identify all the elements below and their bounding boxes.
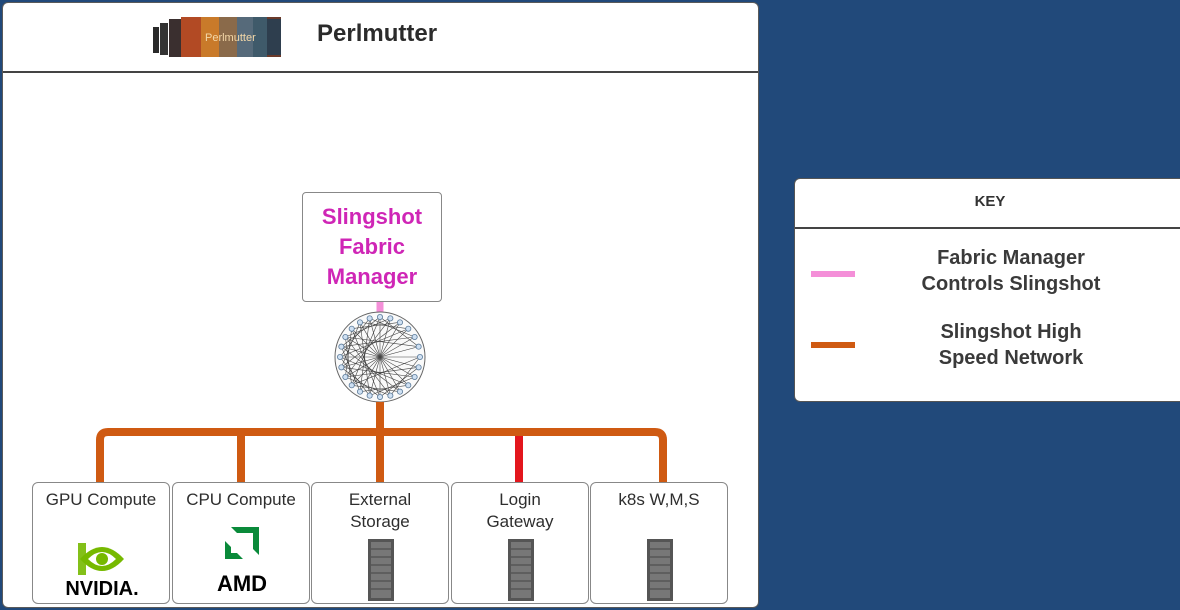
topology-node (366, 315, 373, 322)
node-external-storage: External Storage (311, 482, 449, 604)
topology-node (336, 353, 343, 360)
key-title: KEY (974, 193, 1006, 210)
topology-node (396, 388, 403, 395)
panel-header: Perlmutter Perlmutter (3, 3, 758, 73)
topology-node (366, 392, 373, 399)
amd-logo-icon: AMD (217, 527, 267, 596)
topology-node (415, 364, 422, 371)
topology-node (356, 319, 363, 326)
node-cpu-compute: CPU Compute AMD (172, 482, 310, 604)
node-label: External Storage (348, 490, 412, 531)
server-icon (368, 539, 394, 601)
nvidia-logo-text: NVIDIA. (65, 578, 138, 600)
topology-node (338, 364, 345, 371)
panel-title: Perlmutter (317, 20, 438, 47)
topology-node (411, 373, 418, 380)
topology-node (376, 393, 383, 400)
fabric-manager-swatch (811, 271, 855, 277)
topology-node (387, 392, 394, 399)
topology-node (338, 343, 345, 350)
node-label: Login Gateway (486, 490, 554, 531)
fabric-manager-label: Slingshot Fabric Manager (321, 204, 423, 289)
fabric-manager-box: Slingshot Fabric Manager (302, 192, 442, 302)
key-label-network: Slingshot High Speed Network (938, 321, 1084, 369)
topology-node (376, 313, 383, 320)
topology-node (405, 325, 412, 332)
node-login-gateway: Login Gateway (451, 482, 589, 604)
topology-node (342, 373, 349, 380)
topology-node (415, 343, 422, 350)
network-swatch (811, 342, 855, 348)
amd-logo-text: AMD (217, 571, 267, 596)
key-divider (795, 227, 1180, 229)
topology-node (348, 325, 355, 332)
slingshot-network-bus (96, 402, 667, 482)
topology-node (348, 382, 355, 389)
perlmutter-logo-icon: Perlmutter (153, 17, 281, 57)
topology-node (396, 319, 403, 326)
legend-key: KEY Fabric Manager Controls Slingshot Sl… (794, 178, 1180, 402)
key-label-fabric-manager: Fabric Manager Controls Slingshot (921, 247, 1101, 295)
node-label: GPU Compute (45, 490, 157, 509)
node-label: CPU Compute (186, 490, 296, 509)
nvidia-logo-icon: NVIDIA. (65, 543, 139, 600)
topology-node (342, 333, 349, 340)
topology-node (356, 388, 363, 395)
server-icon (647, 539, 673, 601)
server-icon (508, 539, 534, 601)
topology-node (387, 315, 394, 322)
topology-node (416, 353, 423, 360)
topology-node (411, 333, 418, 340)
node-gpu-compute: GPU Compute NVIDIA. (32, 482, 170, 604)
node-k8s: k8s W,M,S (590, 482, 728, 604)
network-diagram (96, 302, 667, 482)
slingshot-topology-icon (334, 311, 426, 403)
node-label: k8s W,M,S (618, 490, 700, 509)
logo-text: Perlmutter (205, 32, 256, 44)
topology-node (405, 382, 412, 389)
